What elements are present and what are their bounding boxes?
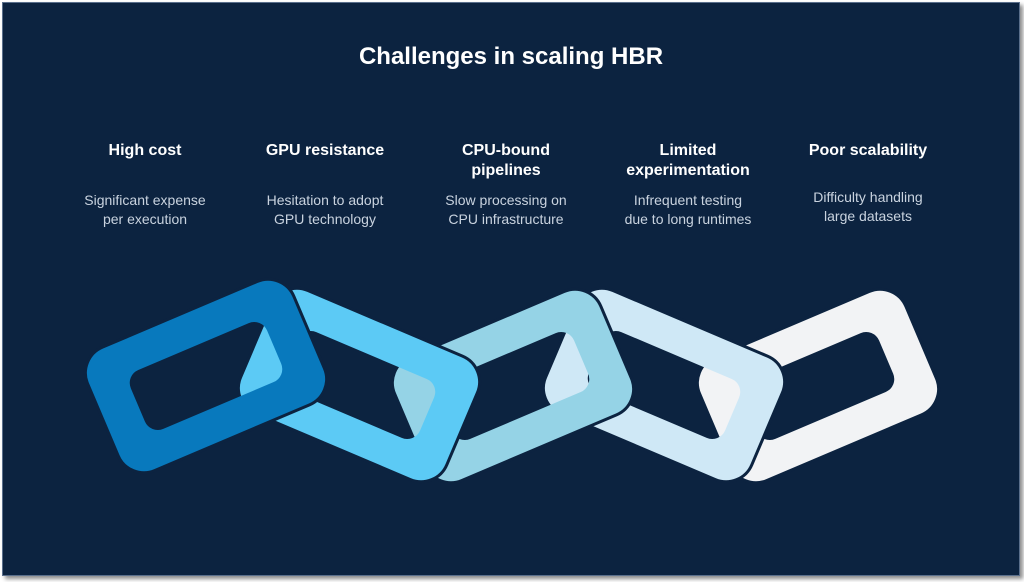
challenge-description: Significant expense per execution [84,192,206,227]
challenge-poor-scalability: Poor scalability Difficulty handling lar… [783,141,953,226]
challenge-description: Infrequent testing due to long runtimes [624,192,752,227]
challenge-title: Poor scalability [808,142,928,159]
challenge-title: CPU-bound pipelines [462,142,550,179]
chain-link-1 [83,277,329,475]
challenge-gpu-resistance: GPU resistance Hesitation to adopt GPU t… [240,141,410,229]
challenge-cpu-bound-pipelines: CPU-bound pipelines Slow processing on C… [421,141,591,229]
challenge-title: Limited experimentation [626,142,750,179]
challenge-limited-experimentation: Limited experimentation Infrequent testi… [603,141,773,229]
chain-links-graphic [83,277,941,485]
challenge-description: Slow processing on CPU infrastructure [445,192,567,227]
slide-title: Challenges in scaling HBR [358,43,664,70]
challenge-description: Difficulty handling large datasets [813,189,923,224]
challenge-title: GPU resistance [265,142,385,159]
challenge-description: Hesitation to adopt GPU technology [266,192,384,227]
challenge-title: High cost [108,142,182,159]
challenge-high-cost: High cost Significant expense per execut… [60,141,230,229]
